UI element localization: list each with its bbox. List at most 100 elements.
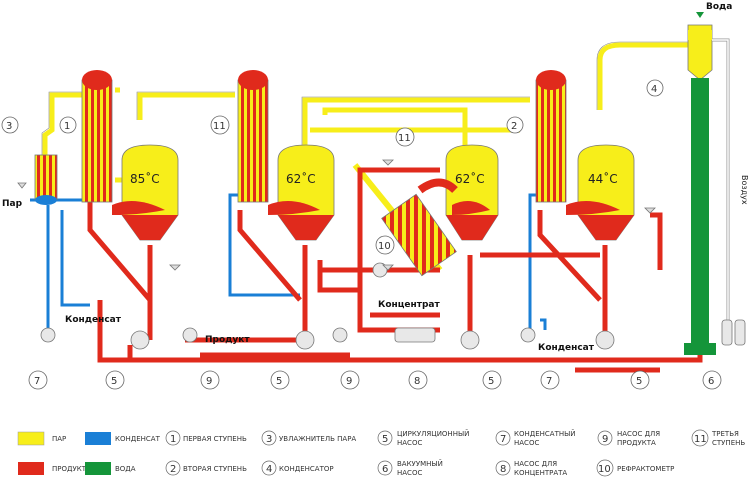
- callout-3: 3: [6, 121, 12, 132]
- svg-text:РЕФРАКТОМЕТР: РЕФРАКТОМЕТР: [617, 465, 674, 473]
- water-column: [691, 78, 709, 353]
- svg-text:НАСОС ДЛЯ: НАСОС ДЛЯ: [514, 460, 557, 468]
- water-inlet-arrow: [696, 12, 704, 18]
- separator-2: [277, 144, 335, 241]
- bottom-num-9: 5: [636, 376, 642, 387]
- air-line-inner: [712, 39, 729, 320]
- callout-11a: 11: [213, 121, 226, 132]
- steam-lines-outline: [41, 41, 690, 155]
- separator-3: [445, 144, 499, 241]
- label-steam-in: Пар: [2, 199, 23, 209]
- legend-swatch-water: [85, 462, 111, 475]
- callout-10: 10: [378, 241, 391, 252]
- callouts: 1 2 3 4 11 11 10: [1, 79, 664, 255]
- heater-3: [535, 70, 567, 203]
- svg-text:10: 10: [598, 464, 611, 475]
- label-water-top: Вода: [706, 2, 732, 12]
- svg-text:УВЛАЖНИТЕЛЬ ПАРА: УВЛАЖНИТЕЛЬ ПАРА: [279, 435, 356, 443]
- product-inflow-shapes: [112, 201, 620, 215]
- svg-text:ЦИРКУЛЯЦИОННЫЙ: ЦИРКУЛЯЦИОННЫЙ: [397, 429, 469, 438]
- svg-text:2: 2: [170, 464, 176, 475]
- svg-text:1: 1: [170, 434, 176, 445]
- svg-text:ТРЕТЬЯ: ТРЕТЬЯ: [711, 430, 739, 438]
- label-product: Продукт: [205, 335, 250, 345]
- svg-text:ПЕРВАЯ СТУПЕНЬ: ПЕРВАЯ СТУПЕНЬ: [183, 435, 247, 443]
- svg-text:6: 6: [382, 464, 388, 475]
- legend-item-2: 2 ВТОРАЯ СТУПЕНЬ: [165, 460, 247, 476]
- label-concentrate: Концентрат: [378, 300, 440, 310]
- bottom-num-3: 9: [206, 376, 212, 387]
- legend-item-1: 1 ПЕРВАЯ СТУПЕНЬ: [165, 430, 247, 446]
- separator-4: [577, 144, 635, 241]
- svg-text:7: 7: [500, 434, 506, 445]
- svg-text:НАСОС: НАСОС: [397, 469, 422, 477]
- legend-swatch-condensate: [85, 432, 111, 445]
- label-condensate-right: Конденсат: [538, 343, 595, 353]
- temp-4: 44˚C: [588, 171, 618, 186]
- legend-item-9: 9 НАСОС ДЛЯ ПРОДУКТА: [597, 430, 660, 447]
- svg-text:ПРОДУКТА: ПРОДУКТА: [617, 439, 656, 447]
- legend-label-product: ПРОДУКТ: [52, 465, 87, 473]
- svg-text:НАСОС ДЛЯ: НАСОС ДЛЯ: [617, 430, 660, 438]
- bottom-num-8: 7: [546, 376, 552, 387]
- condenser: [687, 24, 713, 81]
- temp-1: 85˚C: [130, 171, 160, 186]
- svg-text:НАСОС: НАСОС: [514, 439, 539, 447]
- legend-item-4: 4 КОНДЕНСАТОР: [261, 460, 334, 476]
- temp-2: 62˚C: [286, 171, 316, 186]
- svg-text:9: 9: [602, 434, 608, 445]
- bottom-num-10: 6: [708, 376, 714, 387]
- legend: ПАР КОНДЕНСАТ ПРОДУКТ ВОДА 1 ПЕРВАЯ СТУП…: [17, 429, 745, 477]
- temp-3: 62˚C: [455, 171, 485, 186]
- label-condensate-left: Конденсат: [65, 315, 122, 325]
- callout-2: 2: [511, 121, 517, 132]
- legend-item-8: 8 НАСОС ДЛЯ КОНЦЕНТРАТА: [495, 460, 567, 477]
- steam-lines: [42, 42, 690, 183]
- svg-text:ВАКУУМНЫЙ: ВАКУУМНЫЙ: [397, 459, 443, 468]
- bottom-num-6: 8: [414, 376, 420, 387]
- legend-item-7: 7 КОНДЕНСАТНЫЙ НАСОС: [495, 429, 576, 447]
- pumps: [40, 262, 746, 350]
- heater-third-stage: [381, 178, 458, 277]
- legend-label-steam: ПАР: [52, 435, 66, 443]
- water-basin: [684, 343, 716, 355]
- legend-item-11: 11 ТРЕТЬЯ СТУПЕНЬ: [691, 429, 745, 447]
- legend-item-6: 6 ВАКУУМНЫЙ НАСОС: [377, 459, 443, 477]
- callout-1: 1: [64, 121, 70, 132]
- svg-text:11: 11: [694, 434, 707, 445]
- svg-text:4: 4: [266, 464, 272, 475]
- svg-text:КОНДЕНСАТОР: КОНДЕНСАТОР: [279, 465, 334, 473]
- svg-text:8: 8: [500, 464, 506, 475]
- svg-text:ВТОРАЯ СТУПЕНЬ: ВТОРАЯ СТУПЕНЬ: [183, 465, 247, 473]
- legend-item-3: 3 УВЛАЖНИТЕЛЬ ПАРА: [261, 430, 356, 446]
- legend-item-5: 5 ЦИРКУЛЯЦИОННЫЙ НАСОС: [377, 429, 469, 447]
- svg-text:КОНДЕНСАТНЫЙ: КОНДЕНСАТНЫЙ: [514, 429, 576, 438]
- bottom-callouts: 7 5 9 5 9 8 5 7 5 6: [28, 370, 722, 390]
- air-line: [712, 38, 730, 320]
- steam-humidifier: [34, 154, 58, 205]
- svg-text:НАСОС: НАСОС: [397, 439, 422, 447]
- bottom-num-1: 7: [34, 376, 40, 387]
- legend-swatch-product: [18, 462, 44, 475]
- bottom-num-2: 5: [111, 376, 117, 387]
- valves: [17, 159, 656, 271]
- svg-text:КОНЦЕНТРАТА: КОНЦЕНТРАТА: [514, 469, 567, 477]
- svg-text:СТУПЕНЬ: СТУПЕНЬ: [712, 439, 745, 447]
- bottom-num-5: 9: [346, 376, 352, 387]
- bottom-num-7: 5: [488, 376, 494, 387]
- label-air: Воздух: [740, 175, 749, 205]
- legend-label-condensate: КОНДЕНСАТ: [115, 435, 161, 443]
- heater-2: [237, 70, 269, 203]
- legend-label-water: ВОДА: [115, 465, 136, 473]
- process-labels: Пар Вода Конденсат Конденсат Продукт Кон…: [2, 2, 749, 353]
- svg-text:5: 5: [382, 434, 388, 445]
- callout-4: 4: [651, 84, 657, 95]
- legend-swatch-steam: [17, 431, 45, 446]
- legend-item-10: 10 РЕФРАКТОМЕТР: [596, 459, 674, 477]
- vessel-temps: 85˚C 62˚C 62˚C 44˚C: [130, 171, 618, 186]
- separator-1: [121, 144, 179, 241]
- heater-1: [81, 70, 113, 203]
- callout-11b: 11: [398, 133, 411, 144]
- bottom-num-4: 5: [276, 376, 282, 387]
